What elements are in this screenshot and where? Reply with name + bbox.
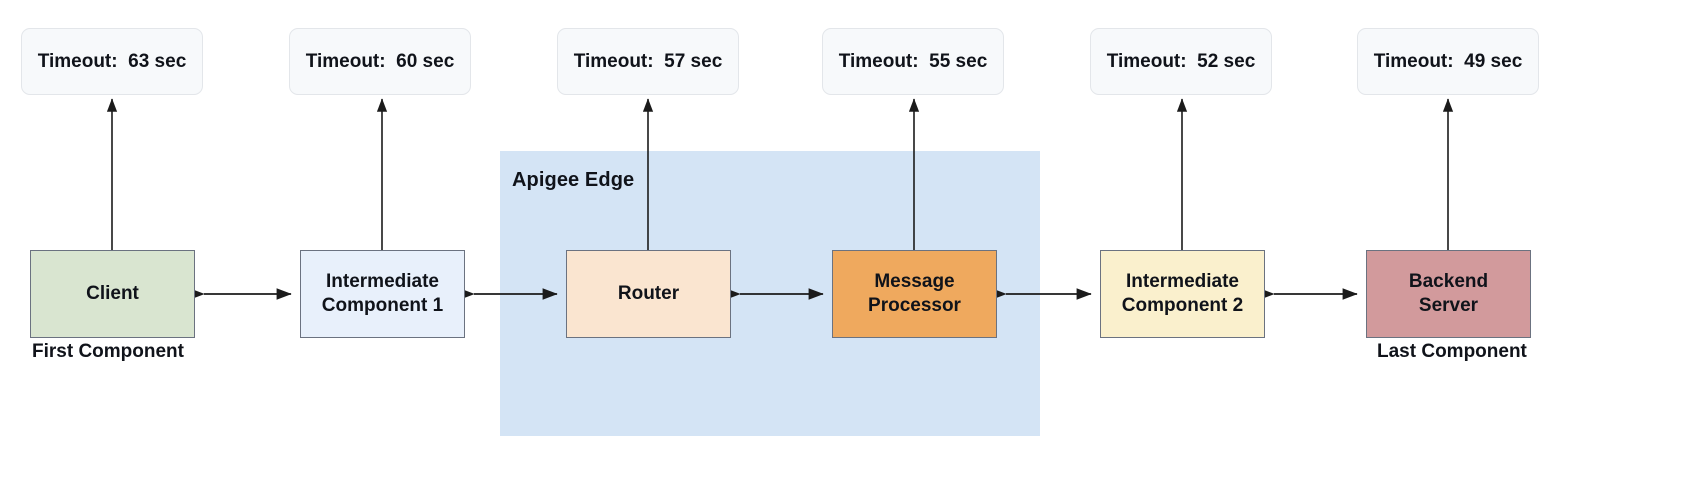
timeout-pill-intermediate-component-2: Timeout: 52 sec [1090, 28, 1272, 95]
component-label: Backend Server [1408, 270, 1489, 316]
timeout-value: Timeout: 60 sec [305, 50, 455, 72]
caption-last-component: Last Component [1377, 341, 1527, 362]
caption-first-component: First Component [32, 341, 184, 362]
component-label: Client [86, 282, 139, 304]
component-label: Intermediate Component 1 [321, 270, 444, 316]
component-label: Router [617, 282, 680, 304]
component-label: Message Processor [868, 270, 961, 316]
component-box-client: Client [30, 250, 195, 338]
component-label: Intermediate Component 2 [1121, 270, 1244, 316]
timeout-value: Timeout: 52 sec [1106, 50, 1256, 72]
timeout-value: Timeout: 55 sec [838, 50, 988, 72]
timeout-value: Timeout: 49 sec [1373, 50, 1523, 72]
component-box-router: Router [566, 250, 731, 338]
component-box-intermediate-component-1: Intermediate Component 1 [300, 250, 465, 338]
component-box-message-processor: Message Processor [832, 250, 997, 338]
timeout-pill-client: Timeout: 63 sec [21, 28, 203, 95]
timeout-value: Timeout: 57 sec [573, 50, 723, 72]
timeout-pill-message-processor: Timeout: 55 sec [822, 28, 1004, 95]
timeout-value: Timeout: 63 sec [37, 50, 187, 72]
component-box-backend-server: Backend Server [1366, 250, 1531, 338]
timeout-pill-backend-server: Timeout: 49 sec [1357, 28, 1539, 95]
component-box-intermediate-component-2: Intermediate Component 2 [1100, 250, 1265, 338]
timeout-pill-router: Timeout: 57 sec [557, 28, 739, 95]
timeout-pill-intermediate-component-1: Timeout: 60 sec [289, 28, 471, 95]
apigee-edge-label: Apigee Edge [512, 169, 635, 191]
